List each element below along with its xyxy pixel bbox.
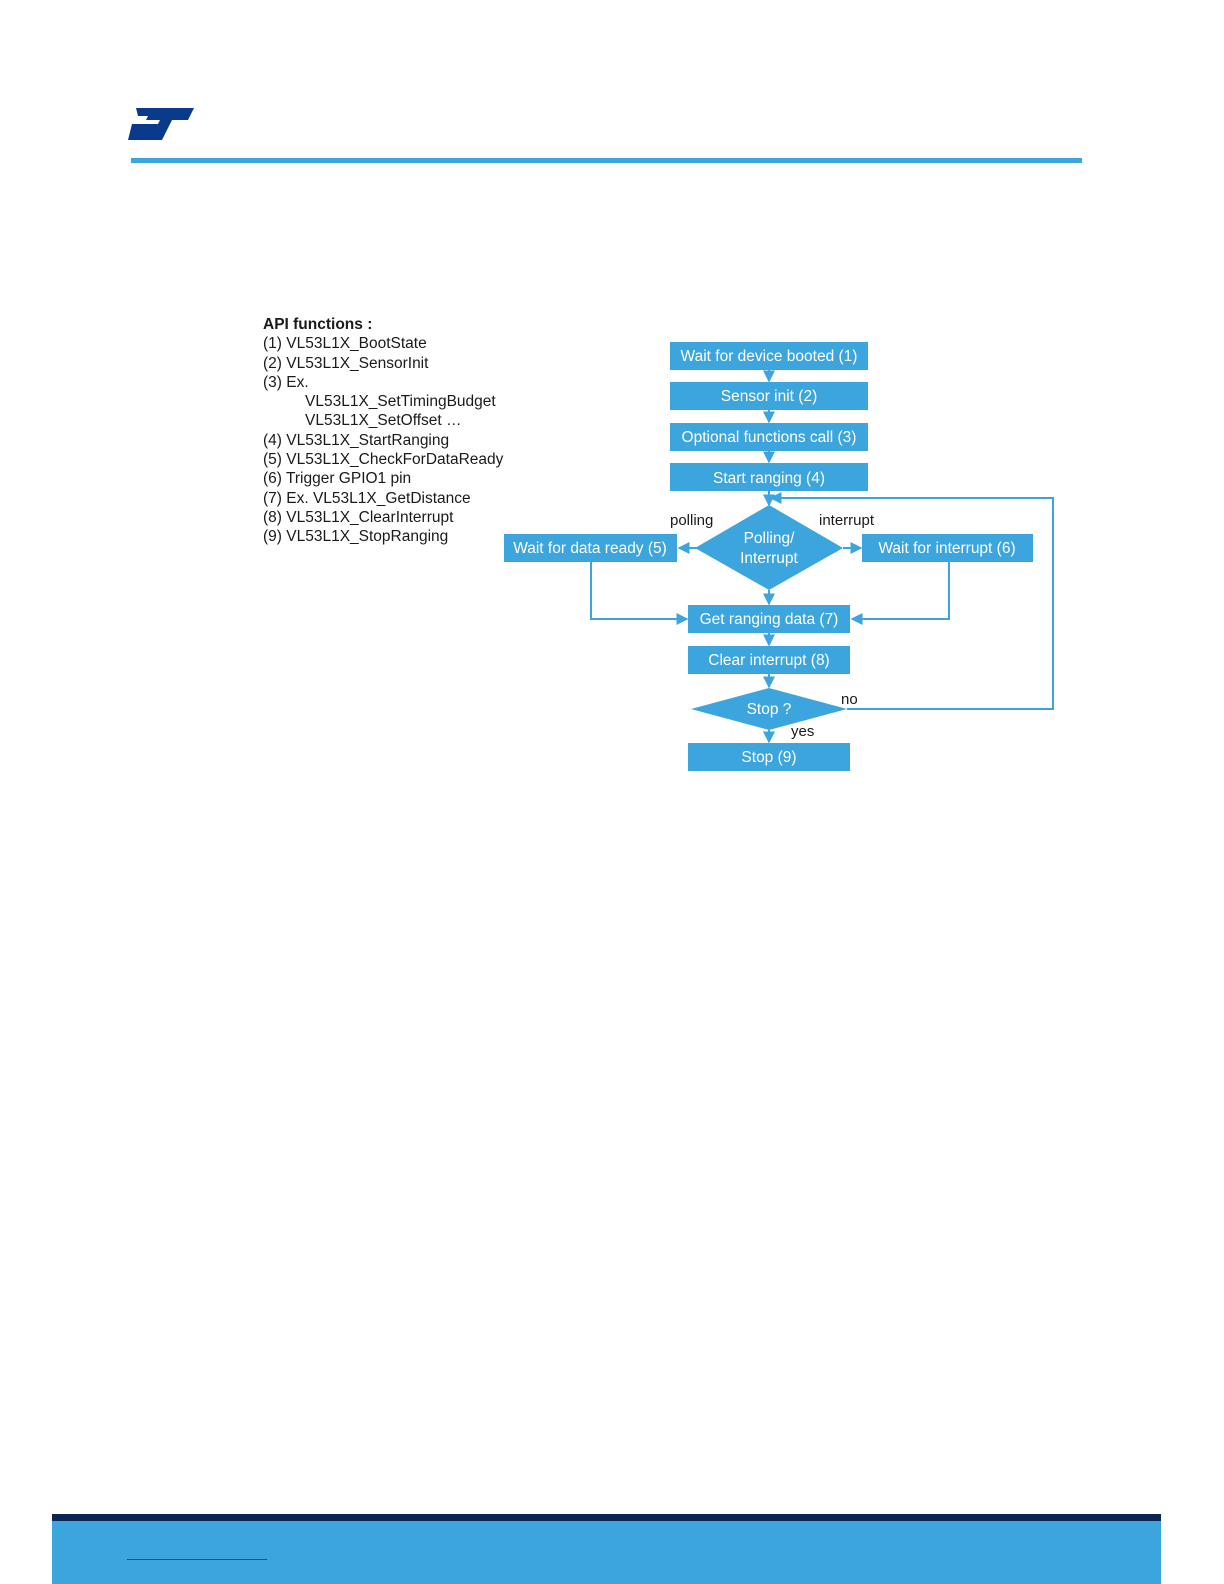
edge-label-interrupt: interrupt: [819, 512, 875, 529]
api-item: (1) VL53L1X_BootState: [263, 335, 427, 353]
svg-text:Polling/: Polling/: [744, 530, 796, 547]
svg-text:Wait for device booted (1): Wait for device booted (1): [681, 348, 858, 365]
node-clear-interrupt: Clear interrupt (8): [688, 646, 850, 674]
edge-label-no: no: [841, 691, 858, 708]
api-item: VL53L1X_SetOffset …: [305, 412, 462, 430]
svg-text:Stop (9): Stop (9): [741, 749, 796, 766]
node-wait-interrupt: Wait for interrupt (6): [862, 534, 1033, 562]
api-functions-title: API functions :: [263, 316, 373, 333]
svg-text:Wait for interrupt (6): Wait for interrupt (6): [878, 540, 1015, 557]
api-item: (7) Ex. VL53L1X_GetDistance: [263, 489, 471, 507]
api-item: VL53L1X_SetTimingBudget: [305, 393, 496, 411]
api-item: (3) Ex.: [263, 373, 309, 391]
node-wait-device-booted: Wait for device booted (1): [670, 342, 868, 370]
svg-text:Get ranging data (7): Get ranging data (7): [700, 611, 839, 628]
node-start-ranging: Start ranging (4): [670, 463, 868, 491]
header-rule: [131, 158, 1082, 163]
api-item: (9) VL53L1X_StopRanging: [263, 528, 449, 546]
api-item: (6) Trigger GPIO1 pin: [263, 470, 412, 488]
api-item: (8) VL53L1X_ClearInterrupt: [263, 508, 454, 526]
node-sensor-init: Sensor init (2): [670, 382, 868, 410]
connector-lines: [590, 369, 1054, 744]
footer-band: [52, 1514, 1161, 1584]
node-polling-interrupt-decision: Polling/ Interrupt: [695, 505, 843, 590]
node-wait-data-ready: Wait for data ready (5): [504, 534, 677, 562]
api-functions-list: API functions : (1) VL53L1X_BootState (2…: [263, 315, 503, 547]
svg-text:Start ranging (4): Start ranging (4): [713, 470, 825, 487]
api-item: (2) VL53L1X_SensorInit: [263, 354, 429, 372]
st-logo: [128, 108, 194, 140]
node-get-ranging-data: Get ranging data (7): [688, 605, 850, 633]
node-optional-functions: Optional functions call (3): [670, 423, 868, 451]
api-item: (4) VL53L1X_StartRanging: [263, 431, 450, 449]
node-stop: Stop (9): [688, 743, 850, 771]
svg-text:Wait for data ready (5): Wait for data ready (5): [513, 540, 667, 557]
edge-label-polling: polling: [670, 512, 713, 529]
footer-link[interactable]: [127, 1545, 267, 1560]
node-stop-decision: Stop ?: [691, 688, 847, 730]
api-item: (5) VL53L1X_CheckForDataReady: [263, 451, 504, 469]
svg-text:Interrupt: Interrupt: [740, 550, 798, 567]
edge-label-yes: yes: [791, 723, 814, 740]
svg-text:Sensor init (2): Sensor init (2): [721, 388, 817, 405]
svg-text:Stop ?: Stop ?: [747, 701, 792, 718]
svg-text:Clear interrupt (8): Clear interrupt (8): [708, 652, 829, 669]
svg-text:Optional functions call (3): Optional functions call (3): [682, 429, 857, 446]
